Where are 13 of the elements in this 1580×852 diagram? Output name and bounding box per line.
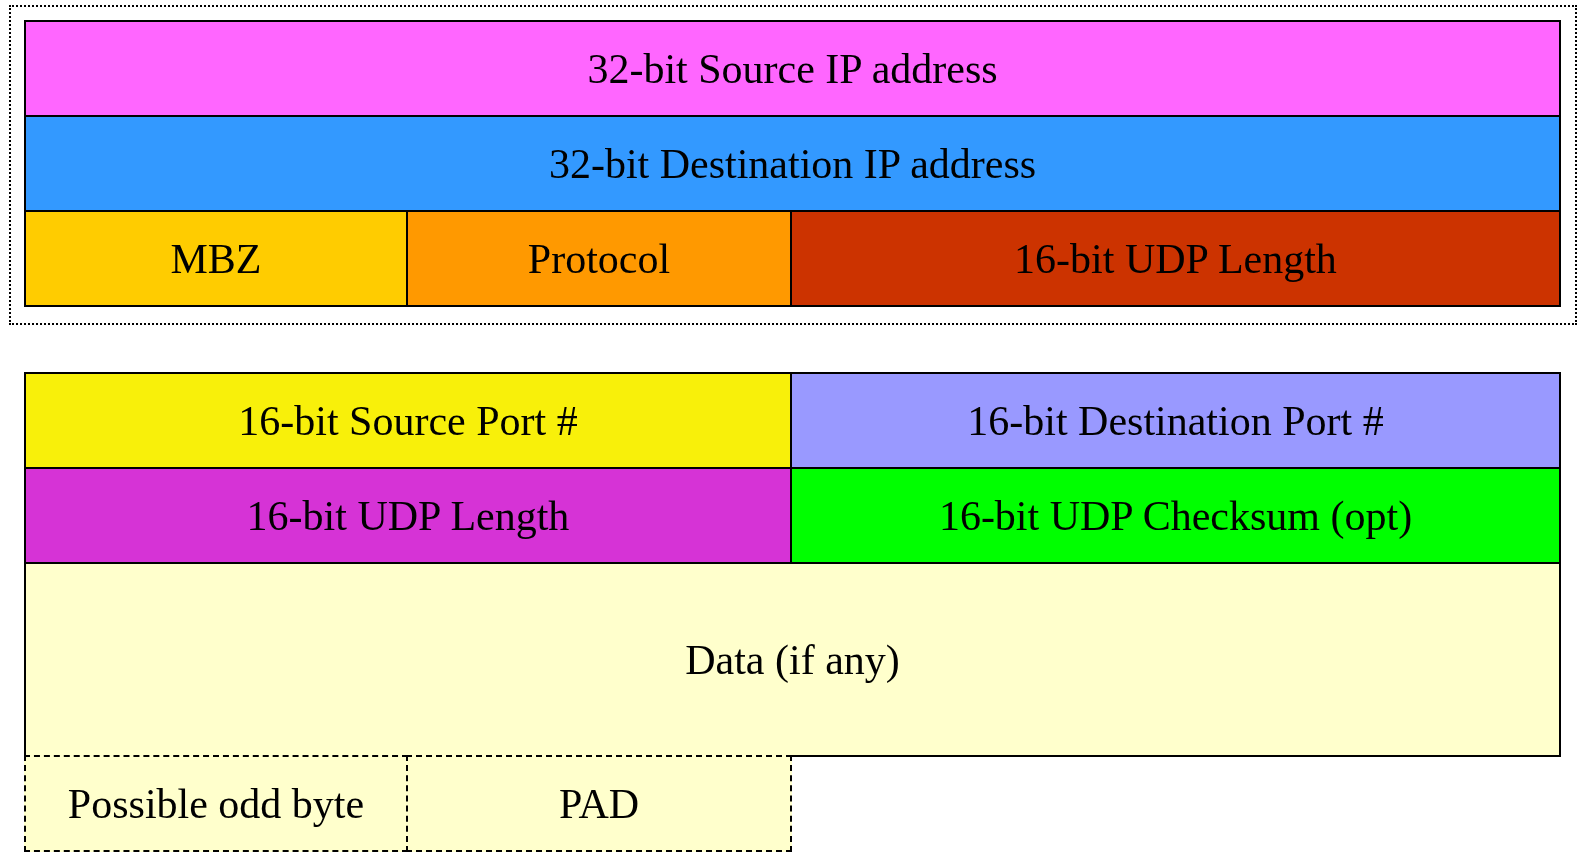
header-field: 16-bit Destination Port # xyxy=(790,372,1561,469)
header-field: 16-bit UDP Length xyxy=(790,210,1561,307)
header-field: Possible odd byte xyxy=(24,755,408,852)
header-field: Protocol xyxy=(406,210,792,307)
header-field: 16-bit Source Port # xyxy=(24,372,792,469)
header-field: 32-bit Source IP address xyxy=(24,20,1561,117)
header-field: 32-bit Destination IP address xyxy=(24,115,1561,212)
pseudo-header-frame xyxy=(9,5,1577,325)
data-field: Data (if any) xyxy=(24,562,1561,757)
header-field: MBZ xyxy=(24,210,408,307)
header-field: 16-bit UDP Checksum (opt) xyxy=(790,467,1561,564)
header-field: PAD xyxy=(406,755,792,852)
header-field: 16-bit UDP Length xyxy=(24,467,792,564)
